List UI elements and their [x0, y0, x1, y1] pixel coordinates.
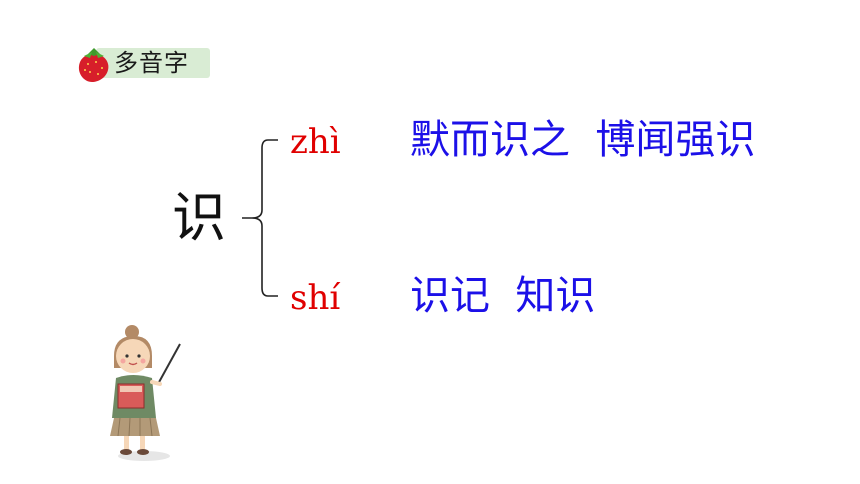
teacher-illustration [110, 325, 181, 461]
words-zhi: 默而识之 博闻强识 [410, 117, 756, 163]
pinyin-shi: shí [290, 278, 341, 318]
tag-background [96, 48, 210, 78]
main-character: 识 [172, 186, 226, 249]
words-shi: 识记 知识 [410, 273, 596, 319]
pinyin-zhi: zhì [290, 122, 341, 162]
tag-label: 多音字 [114, 49, 189, 77]
polyphone-tag: 多音字 [78, 44, 210, 84]
brace-bracket [242, 139, 278, 297]
strawberry-icon [78, 48, 109, 82]
